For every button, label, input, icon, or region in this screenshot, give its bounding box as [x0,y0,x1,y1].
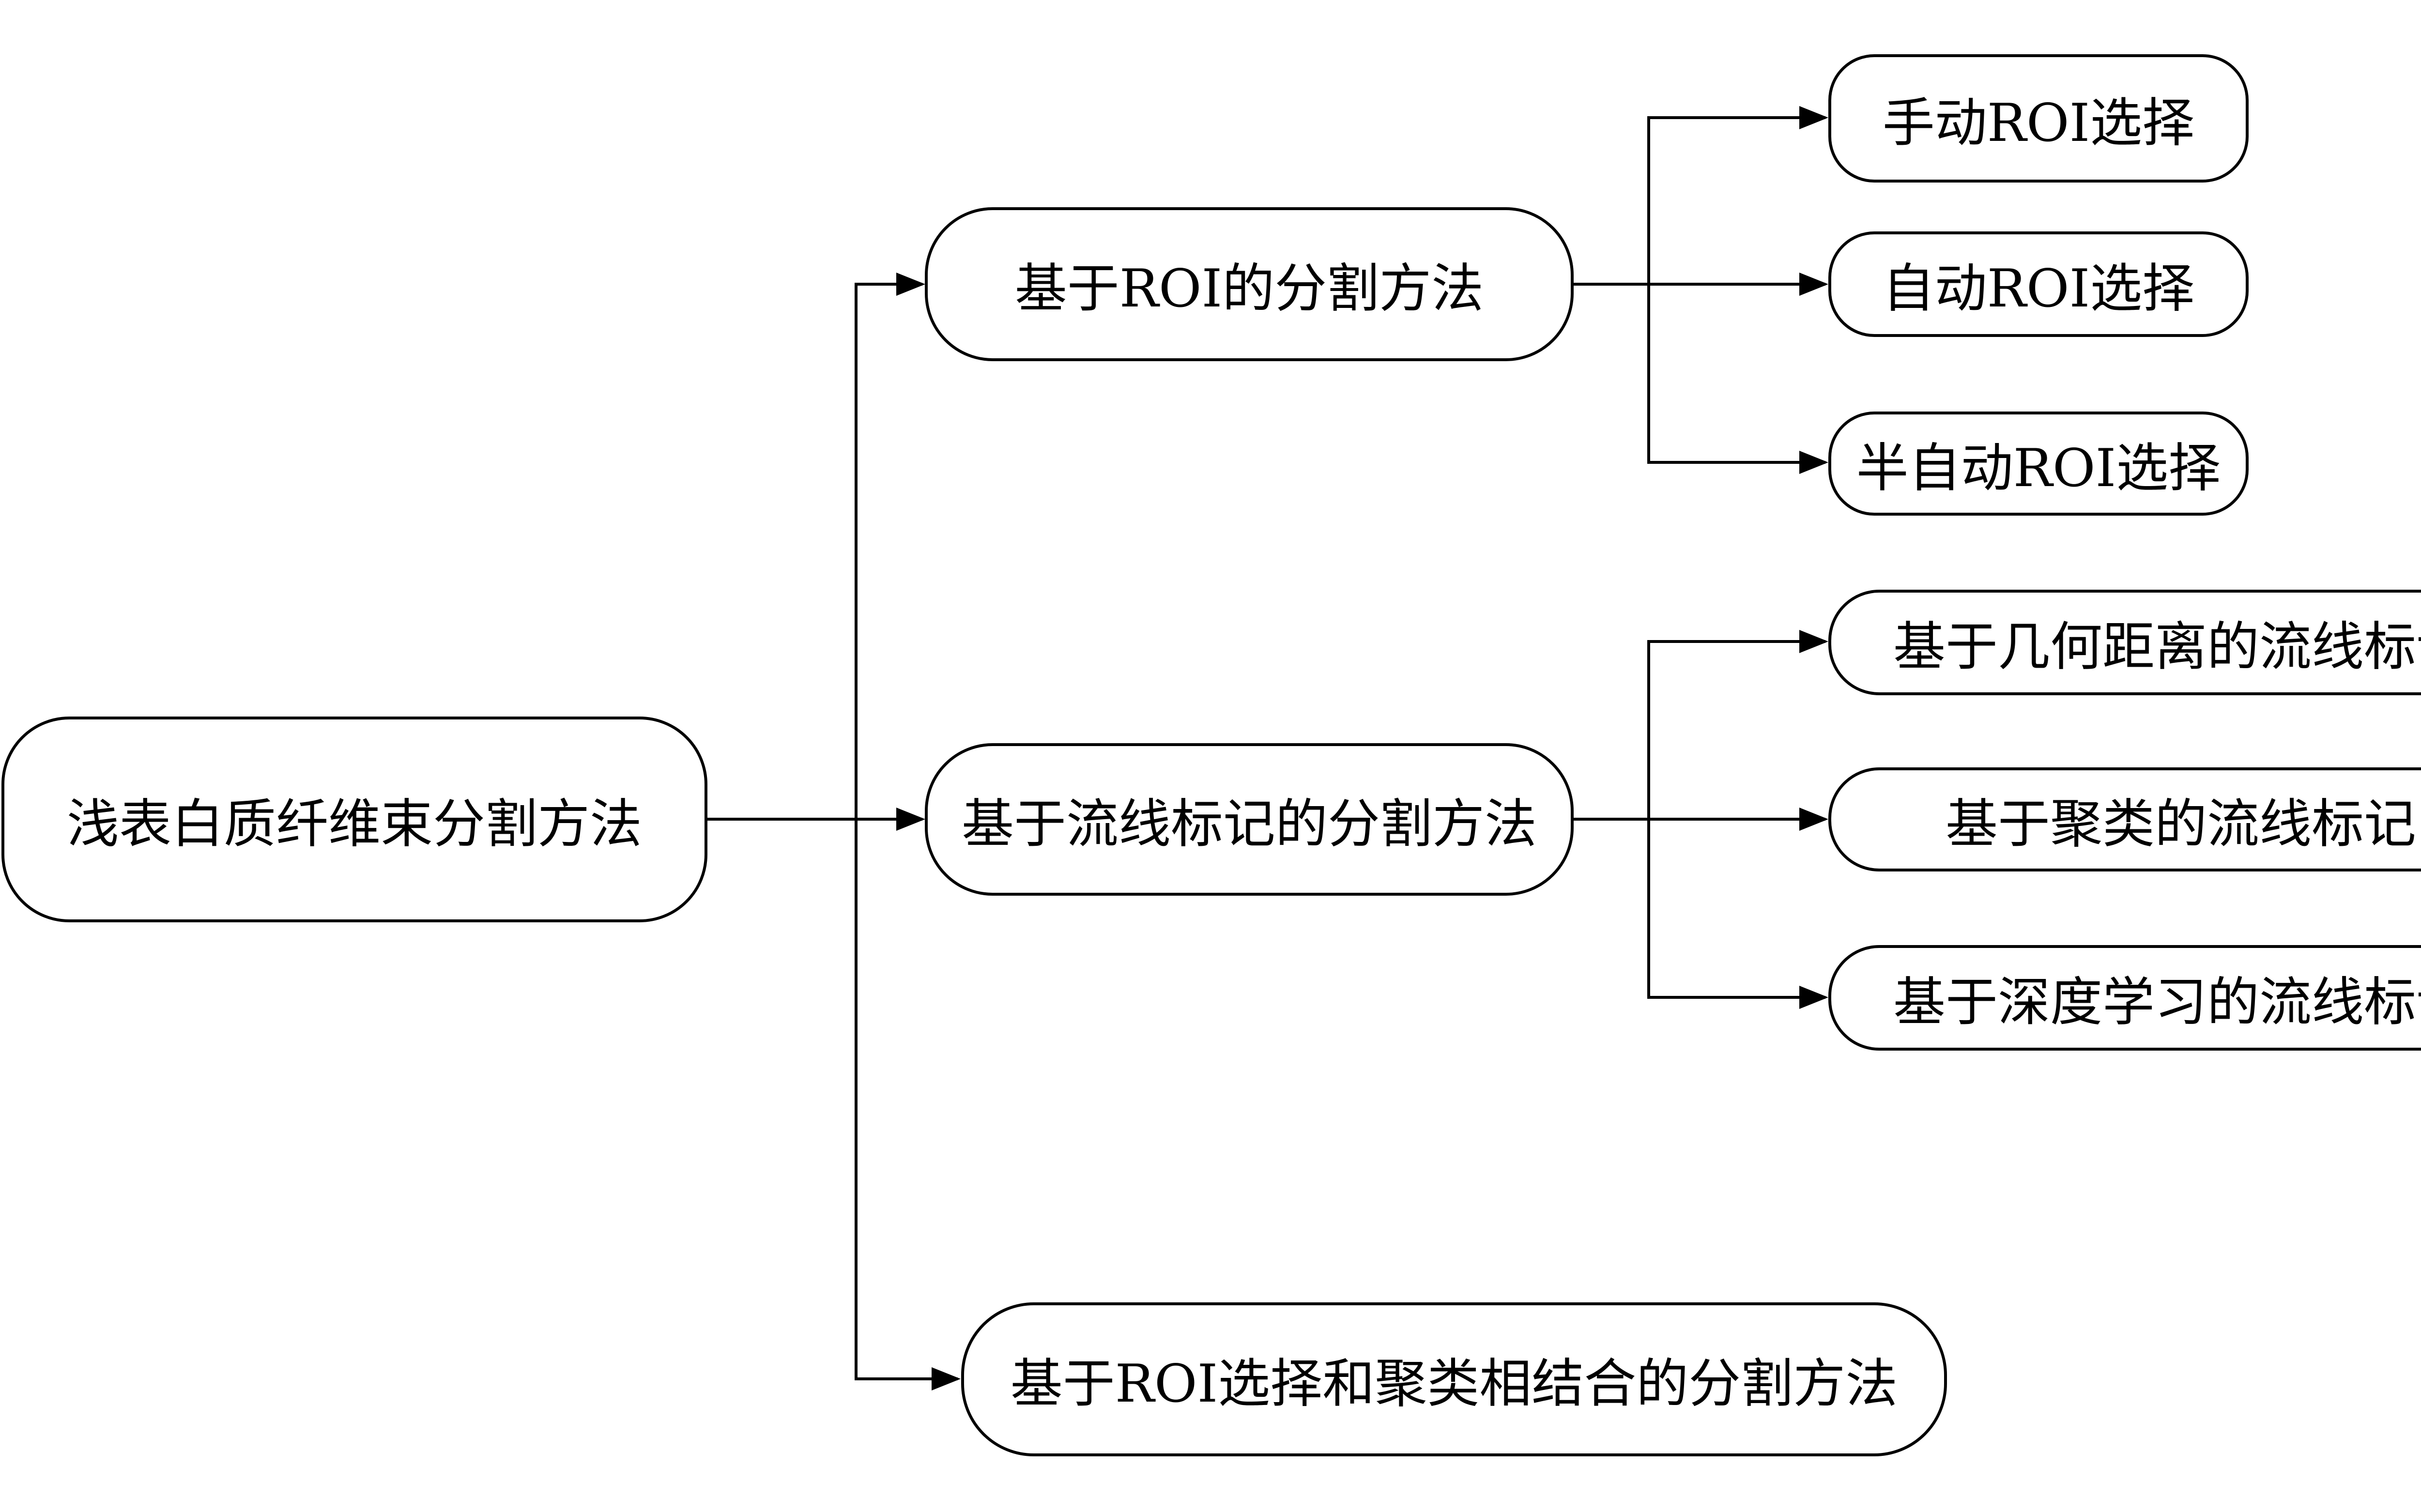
manual-roi-node: 手动ROI选择 [1828,54,2249,183]
roi-method-label: 基于ROI的分割方法 [1014,259,1484,319]
geometric-distance-node: 基于几何距离的流线标记 [1828,590,2421,695]
deep-learning-label: 基于深度学习的流线标记 [1893,972,2421,1033]
auto-roi-label: 自动ROI选择 [1882,259,2195,319]
root-node: 浅表白质纤维束分割方法 [1,717,707,922]
streamline-method-node: 基于流线标记的分割方法 [925,743,1574,896]
semi-auto-roi-node: 半自动ROI选择 [1828,412,2249,516]
roi-method-node: 基于ROI的分割方法 [925,207,1574,361]
auto-roi-node: 自动ROI选择 [1828,231,2249,337]
manual-roi-label: 手动ROI选择 [1882,92,2195,153]
combined-method-label: 基于ROI选择和聚类相结合的分割方法 [1010,1354,1898,1414]
root-node-label: 浅表白质纤维束分割方法 [66,794,642,855]
streamline-method-label: 基于流线标记的分割方法 [961,794,1537,855]
geometric-distance-label: 基于几何距离的流线标记 [1893,617,2421,677]
deep-learning-node: 基于深度学习的流线标记 [1828,945,2421,1051]
combined-method-node: 基于ROI选择和聚类相结合的分割方法 [961,1302,1947,1456]
semi-auto-roi-label: 半自动ROI选择 [1856,438,2221,499]
clustering-node: 基于聚类的流线标记 [1828,767,2421,871]
clustering-label: 基于聚类的流线标记 [1945,794,2416,855]
